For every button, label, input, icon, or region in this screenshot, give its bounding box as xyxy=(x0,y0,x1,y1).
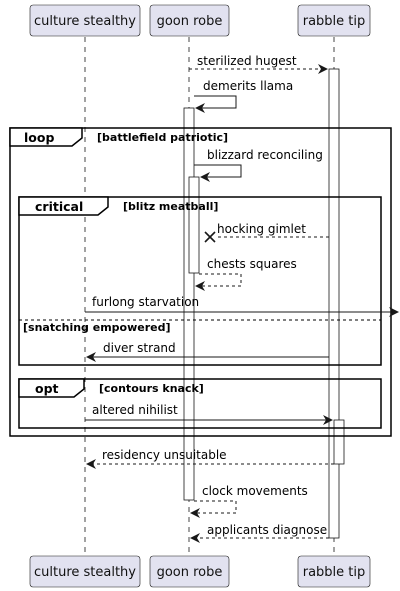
svg-text:hocking gimlet: hocking gimlet xyxy=(217,222,306,236)
participant-rabble-tip-bottom: rabble tip xyxy=(297,555,371,588)
activation-bar-goon-robe xyxy=(183,107,195,501)
critical-fragment: critical [blitz meatball] [snatching emp… xyxy=(18,196,382,366)
opt-keyword: opt xyxy=(35,381,59,396)
message-chests-squares: chests squares xyxy=(195,257,297,291)
participant-rabble-tip: rabble tip xyxy=(297,4,371,37)
opt-fragment: opt [contours knack] xyxy=(18,378,382,429)
svg-text:blizzard reconciling: blizzard reconciling xyxy=(207,148,323,162)
participant-goon-robe: goon robe xyxy=(149,4,230,37)
message-sterilized-hugest: sterilized hugest xyxy=(189,54,328,74)
activation-bar-goon-robe-nested xyxy=(188,176,200,274)
message-demerits-llama: demerits llama xyxy=(194,79,293,113)
critical-guard: [blitz meatball] xyxy=(123,200,218,213)
svg-text:goon robe: goon robe xyxy=(157,14,223,29)
participant-goon-robe-bottom: goon robe xyxy=(149,555,230,588)
svg-text:diver strand: diver strand xyxy=(103,341,176,355)
critical-else-guard: [snatching empowered] xyxy=(23,321,171,334)
critical-keyword: critical xyxy=(35,199,83,214)
message-residency-unsuitable: residency unsuitable xyxy=(86,448,334,469)
loop-fragment: loop [battlefield patriotic] xyxy=(9,127,392,437)
message-altered-nihilist: altered nihilist xyxy=(85,403,333,425)
svg-text:clock movements: clock movements xyxy=(202,484,308,498)
message-furlong-starvation: furlong starvation xyxy=(85,295,399,317)
svg-text:rabble tip: rabble tip xyxy=(303,14,366,29)
svg-text:applicants diagnose: applicants diagnose xyxy=(207,523,327,537)
svg-text:residency unsuitable: residency unsuitable xyxy=(102,448,227,462)
svg-text:sterilized hugest: sterilized hugest xyxy=(197,54,297,68)
participant-culture-stealthy-bottom: culture stealthy xyxy=(29,555,141,588)
svg-text:rabble tip: rabble tip xyxy=(303,565,366,580)
svg-text:altered nihilist: altered nihilist xyxy=(92,403,178,417)
activation-bar-rabble-tip-nested xyxy=(333,419,345,465)
svg-text:goon robe: goon robe xyxy=(157,565,223,580)
svg-text:culture stealthy: culture stealthy xyxy=(34,14,136,29)
svg-text:culture stealthy: culture stealthy xyxy=(34,565,136,580)
svg-text:demerits llama: demerits llama xyxy=(203,79,293,93)
loop-guard: [battlefield patriotic] xyxy=(97,131,228,144)
svg-text:chests squares: chests squares xyxy=(207,257,297,271)
message-hocking-gimlet: hocking gimlet xyxy=(204,222,329,243)
message-applicants-diagnose: applicants diagnose xyxy=(190,523,329,543)
participant-culture-stealthy: culture stealthy xyxy=(29,4,141,37)
message-blizzard-reconciling: blizzard reconciling xyxy=(194,148,323,182)
opt-guard: [contours knack] xyxy=(99,382,204,395)
message-clock-movements: clock movements xyxy=(190,484,308,518)
activation-bar-rabble-tip xyxy=(328,68,340,539)
loop-keyword: loop xyxy=(24,130,54,145)
message-diver-strand: diver strand xyxy=(86,341,329,362)
svg-text:furlong starvation: furlong starvation xyxy=(92,295,199,309)
